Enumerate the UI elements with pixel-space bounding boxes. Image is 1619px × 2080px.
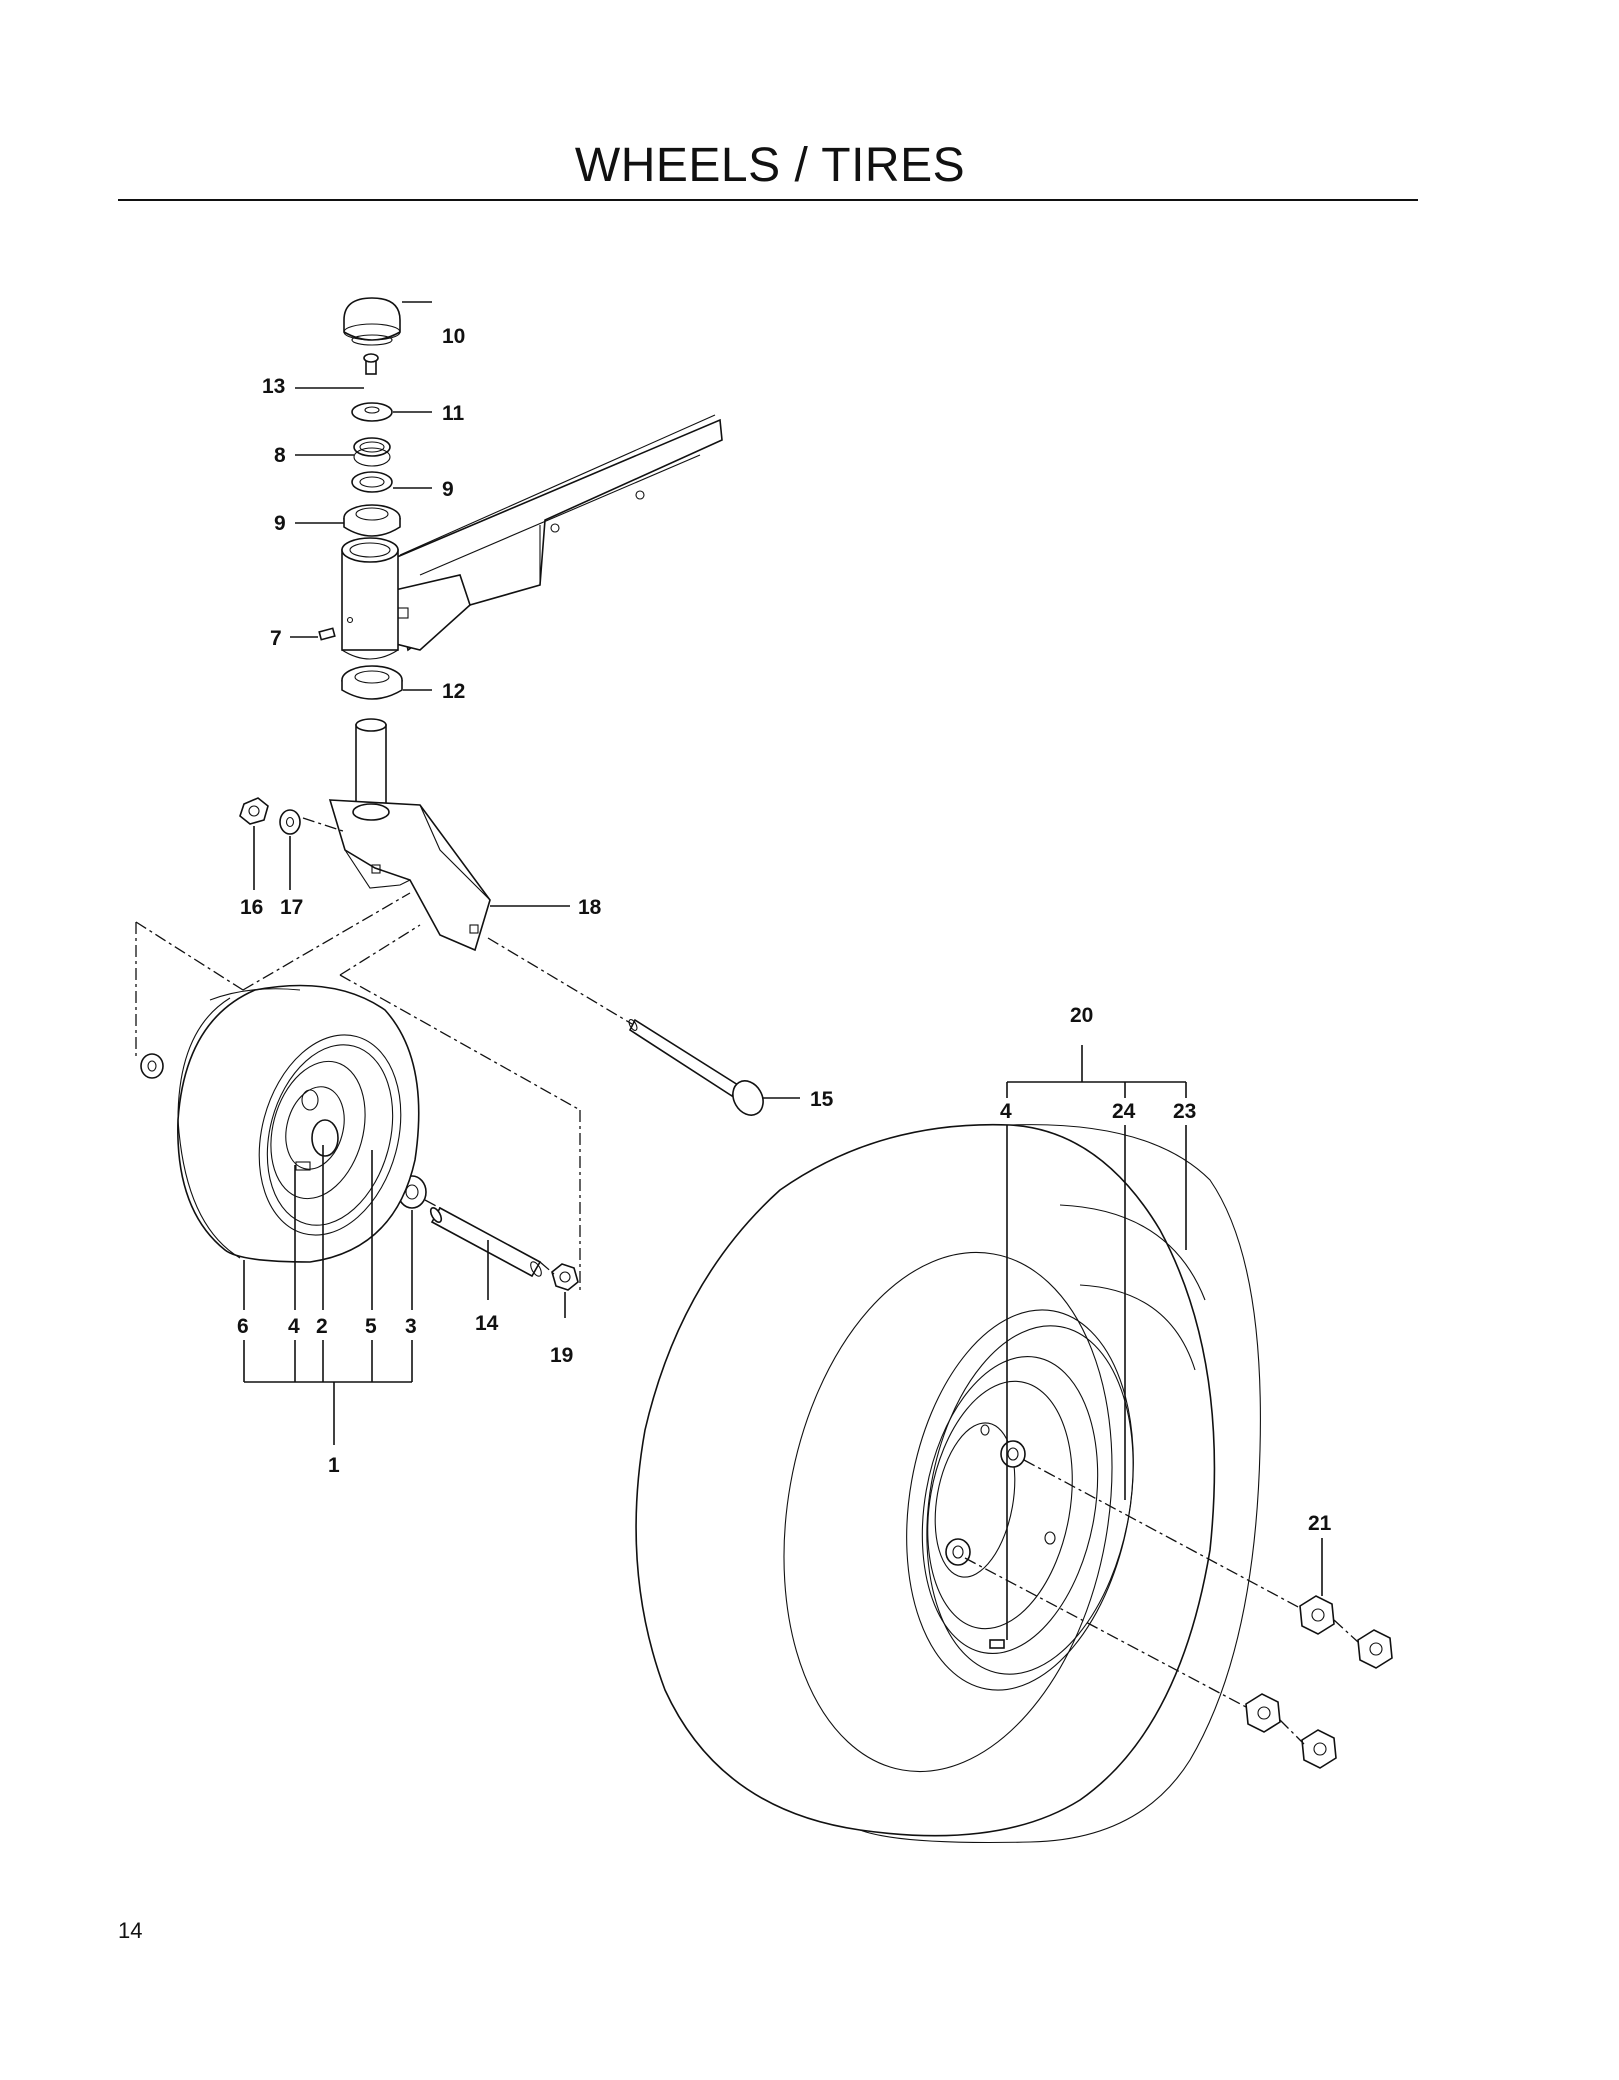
upper-bearing: [343, 504, 401, 537]
callout-10: 9: [442, 478, 454, 501]
callouts: 10 13 11 8 9 9 7 12 16 17 18 20 15 4 24 …: [237, 325, 1332, 1535]
callout-13: 12: [442, 680, 465, 703]
callout-7: 7: [270, 627, 282, 650]
caster-hub-tube: [341, 537, 399, 660]
caster-wheel: [177, 984, 420, 1263]
fork-washer: [279, 809, 301, 835]
assembly-lines: [135, 817, 1359, 1745]
callout-23: 23: [1173, 1100, 1196, 1123]
callout-18: 17: [280, 896, 303, 919]
washer: [351, 471, 393, 493]
grease-fitting: [363, 353, 379, 375]
callout-8: 8: [274, 444, 286, 467]
callout-1: 1: [328, 1454, 340, 1477]
lower-bearing: [341, 665, 403, 700]
callout-20: 19: [550, 1344, 573, 1367]
spacer-tube: [429, 1206, 542, 1278]
callout-6: 6: [237, 1315, 249, 1338]
callout-11: 10: [442, 325, 465, 348]
axle-nut: [551, 1263, 579, 1291]
callout-12: 11: [442, 402, 465, 425]
axle-bolt: [628, 1018, 764, 1116]
callout-2: 2: [316, 1315, 328, 1338]
callout-4-large: 4: [1000, 1100, 1012, 1123]
seal: [351, 402, 393, 422]
page-number: 14: [118, 1918, 143, 1943]
callout-14: 13: [262, 375, 285, 398]
callout-15: 14: [475, 1312, 499, 1335]
callout-24: 24: [1112, 1100, 1136, 1123]
callout-17: 16: [240, 896, 263, 919]
fork-nut: [239, 797, 269, 825]
callout-21: 20: [1070, 1004, 1093, 1027]
callout-4-small: 4: [288, 1315, 300, 1338]
callout-5: 5: [365, 1315, 377, 1338]
callout-9: 9: [274, 512, 286, 535]
drive-wheel: [635, 1123, 1261, 1844]
callout-3: 3: [405, 1315, 417, 1338]
outer-washer: [140, 1053, 164, 1079]
callout-22: 21: [1308, 1512, 1332, 1535]
caster-fork: [328, 718, 491, 952]
retaining-ring: [353, 437, 391, 467]
title-divider: [118, 199, 1418, 201]
caster-arm-frame: [378, 414, 723, 652]
callout-16: 15: [810, 1088, 834, 1111]
leader-lines: [243, 301, 1323, 1640]
page-title: WHEELS / TIRES: [574, 139, 966, 192]
dust-cap: [343, 297, 401, 346]
callout-19: 18: [578, 896, 602, 919]
set-screw: [318, 627, 336, 641]
lug-nuts: [1245, 1595, 1393, 1769]
